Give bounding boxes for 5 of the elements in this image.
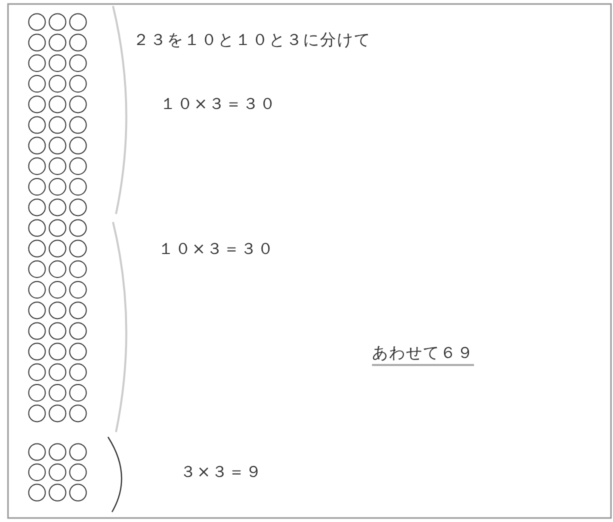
answer-text: あわせて６９	[372, 343, 474, 366]
math-text: ２３を１０と１０と３に分けて	[133, 30, 371, 51]
math-text: １０×３＝３０	[160, 94, 276, 115]
math-text: ３×３＝９	[180, 462, 262, 483]
math-text: １０×３＝３０	[158, 239, 274, 260]
